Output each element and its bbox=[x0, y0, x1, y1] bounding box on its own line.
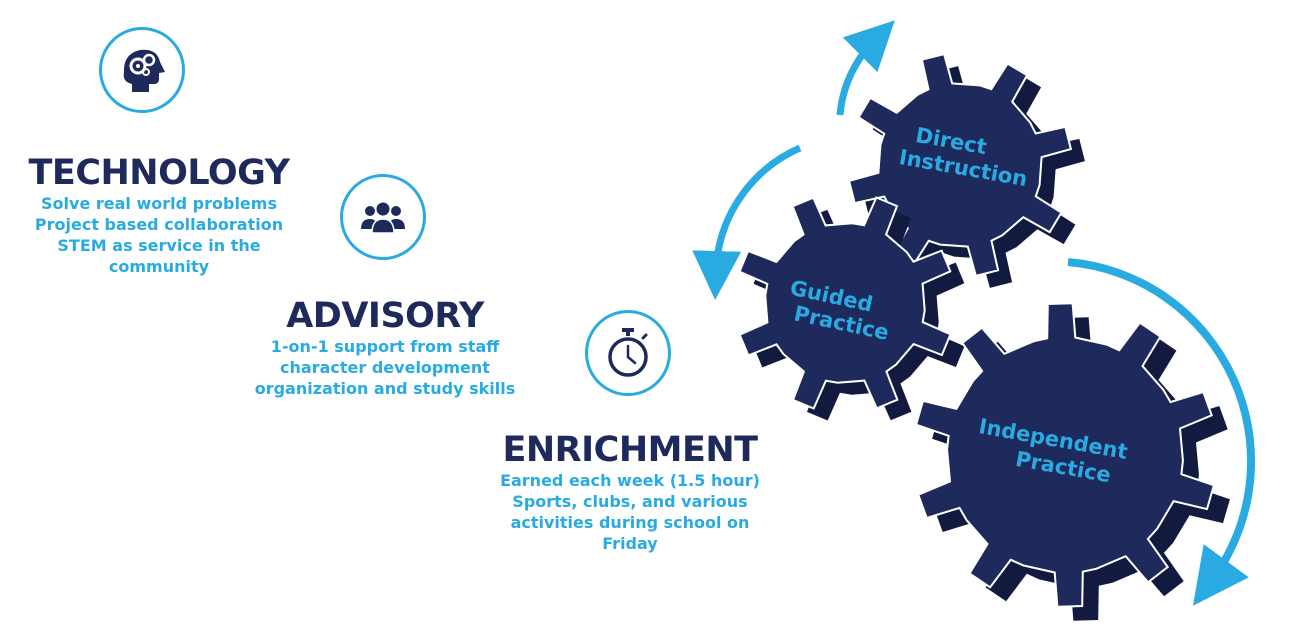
cycle-arrow-top bbox=[836, 20, 895, 116]
enrichment-line: Friday bbox=[602, 534, 658, 553]
cycle-arrow-left bbox=[692, 144, 802, 300]
technology-line: Solve real world problems bbox=[41, 194, 277, 213]
advisory-line: organization and study skills bbox=[254, 379, 516, 398]
group-people-icon bbox=[361, 202, 405, 234]
advisory-line: 1-on-1 support from staff bbox=[270, 337, 500, 356]
cycle-arrow-right bbox=[1067, 258, 1256, 606]
technology-line: Project based collaboration bbox=[34, 215, 284, 234]
technology-section: TECHNOLOGY Solve real world problems Pro… bbox=[20, 153, 298, 277]
technology-line: community bbox=[108, 257, 210, 276]
gear-independent-practice bbox=[914, 302, 1230, 621]
stopwatch-icon bbox=[608, 328, 648, 377]
enrichment-icon-circle bbox=[585, 310, 671, 396]
gear-independent-practice-face bbox=[914, 302, 1216, 608]
technology-line: STEM as service in the bbox=[57, 236, 261, 255]
enrichment-line: Sports, clubs, and various bbox=[512, 492, 748, 511]
gear-guided-practice bbox=[738, 196, 965, 421]
technology-icon-circle bbox=[99, 27, 185, 113]
enrichment-title: ENRICHMENT bbox=[502, 430, 758, 470]
gears-diagram: Direct Instruction Guided Practice Indep… bbox=[692, 20, 1256, 621]
brain-gears-icon bbox=[123, 49, 165, 92]
advisory-line: character development bbox=[280, 358, 490, 377]
advisory-section: ADVISORY 1-on-1 support from staff chara… bbox=[240, 296, 530, 399]
enrichment-line: activities during school on bbox=[510, 513, 750, 532]
advisory-icon-circle bbox=[340, 174, 426, 260]
enrichment-line: Earned each week (1.5 hour) bbox=[500, 471, 760, 490]
gear-guided-practice-face bbox=[738, 196, 952, 410]
advisory-title: ADVISORY bbox=[286, 296, 484, 336]
enrichment-section: ENRICHMENT Earned each week (1.5 hour) S… bbox=[480, 430, 780, 554]
technology-title: TECHNOLOGY bbox=[28, 153, 290, 193]
